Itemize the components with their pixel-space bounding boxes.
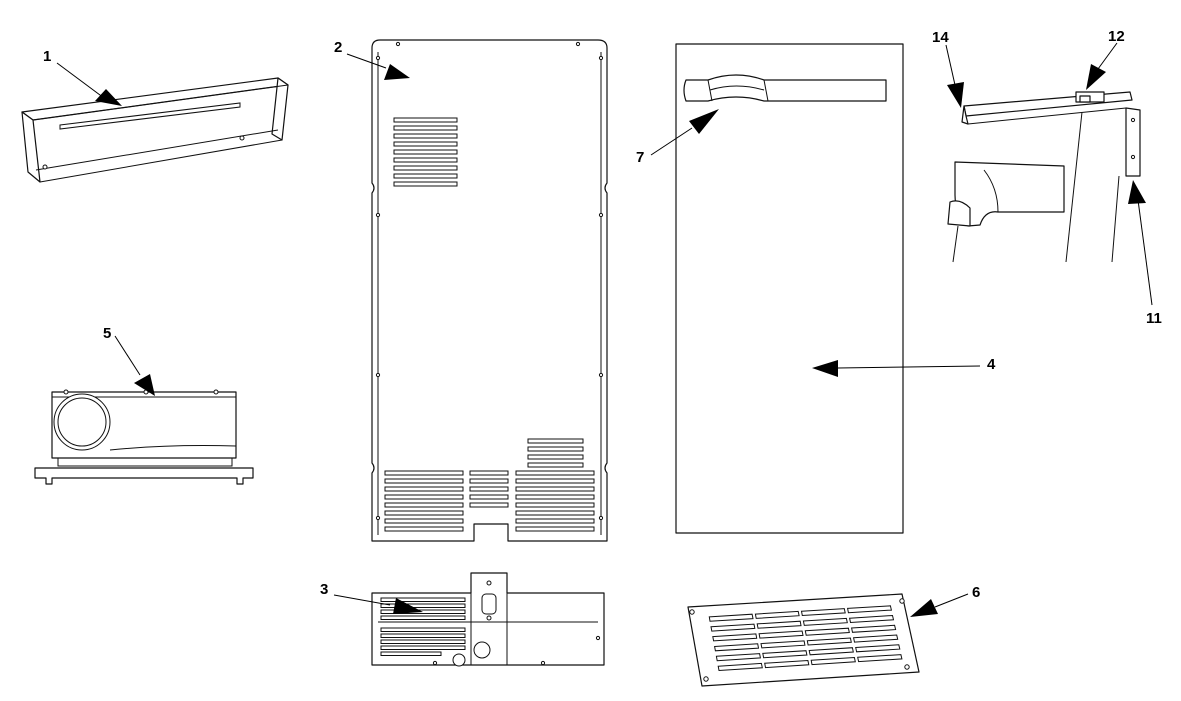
callout-7: 7 [636,149,644,166]
lower-vent [384,470,595,532]
callout-14: 14 [932,29,949,46]
grille-louver-slot [760,640,806,649]
grille-louver-slot [754,610,800,619]
grille-louver-slot [855,644,901,653]
grille-louver-slot [715,653,761,662]
part-2-side-panel [371,39,608,542]
grille-louver-slot [764,659,810,669]
callout-6: 6 [972,584,980,601]
grille-louvers [708,605,903,672]
grille-louver-slot [810,656,856,666]
grille-louver-slot [857,654,903,663]
grille-louver-slot [714,643,760,652]
grille-louver-slot [717,662,763,672]
grille-louver-slot [762,650,808,659]
grille-louver-slot [756,620,802,629]
callout-2: 2 [334,39,342,56]
grille-louver-slot [848,614,895,624]
callout-3: 3 [320,581,328,598]
part-4-door-panel [675,43,904,534]
callout-12: 12 [1108,28,1125,45]
part-6-grille [687,593,920,687]
grille-louver-slot [708,613,754,622]
callout-4: 4 [987,356,996,373]
grille-louver-slot [847,605,893,614]
grille-louver-slot [758,630,804,639]
upper-vent [393,117,458,187]
grille-louver-slot [806,637,852,646]
callout-11: 11 [1146,310,1162,327]
top-right-assembly [947,91,1141,263]
grille-louver-slot [808,647,854,656]
leader-lines [56,42,1153,617]
grille-louver-slot [802,617,848,626]
part-7-handle [683,74,887,102]
grille-louver-slot [800,608,846,617]
part-5-housing [34,389,254,485]
callout-labels: 1 2 3 4 5 6 7 11 12 14 [43,28,1162,601]
part-1-top-trim [21,77,289,183]
callout-5: 5 [103,325,111,342]
grille-louver-slot [852,634,899,643]
grille-louver-slot [710,623,756,632]
grille-louver-slot [850,624,897,633]
callout-1: 1 [43,48,51,65]
part-3-access-plate [371,572,605,667]
small-vent [527,438,584,468]
grille-louver-slot [712,633,758,642]
grille-louver-slot [804,627,850,636]
